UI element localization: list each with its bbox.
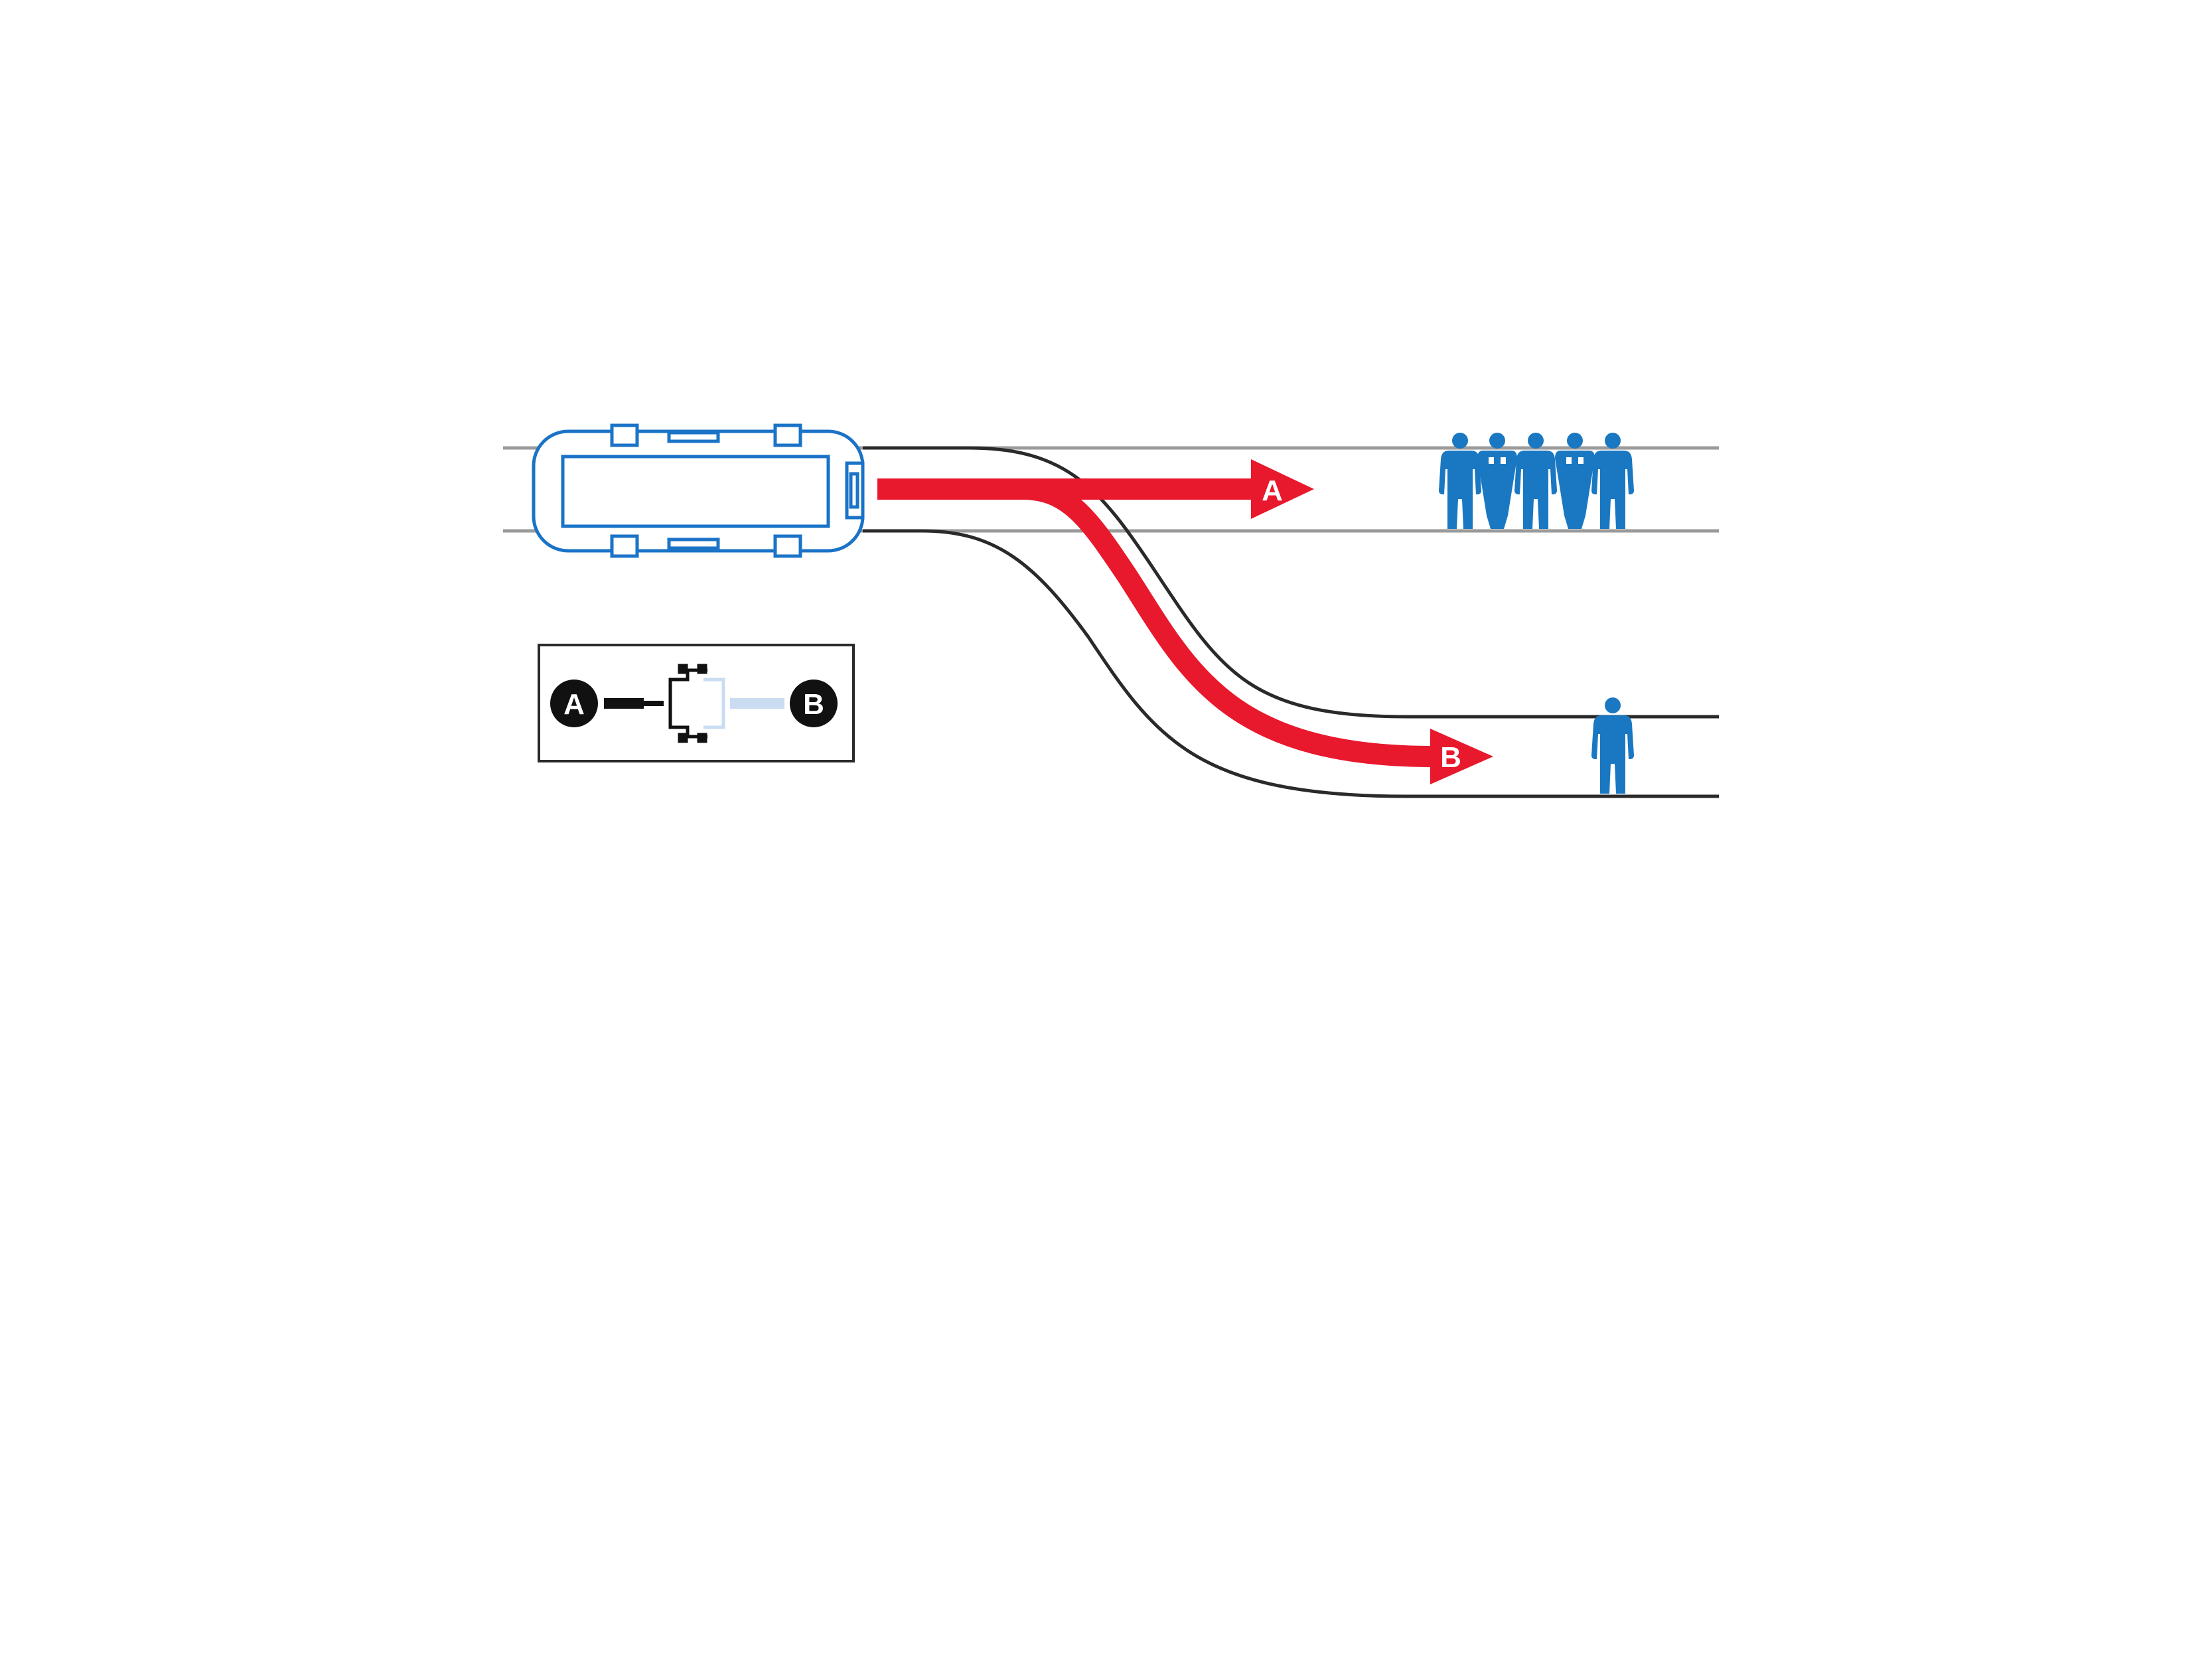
switch-legend: A B: [538, 644, 855, 762]
legend-label-a: A: [563, 688, 585, 721]
branch-road-upper-edge: [863, 446, 1719, 719]
route-a-arrow-head: [1251, 459, 1314, 519]
branch-road: [863, 446, 1719, 798]
wheel-bottom-right: [773, 534, 802, 558]
route-a-label: A: [1262, 474, 1283, 507]
branch-road-pedestrian: [1591, 697, 1634, 794]
route-a-arrow: A: [877, 459, 1314, 519]
wheel-top-left: [610, 423, 639, 447]
vehicle: [532, 423, 865, 558]
legend-circle-b: [790, 680, 838, 727]
route-b-arrow-shaft: [1021, 478, 1434, 767]
lever-base-icon: [668, 664, 707, 743]
lever-handle-a: [604, 698, 644, 709]
vehicle-bumper-inner: [849, 472, 859, 509]
mirror-bottom: [667, 538, 720, 550]
person-icon: [1591, 697, 1634, 794]
wheel-bottom-left: [610, 534, 639, 558]
lever-handle-b-faded: [730, 698, 784, 709]
legend-label-b: B: [803, 688, 824, 721]
vehicle-body: [532, 429, 865, 553]
lever-faded-position: [703, 678, 725, 729]
route-a-arrow-shaft: [877, 478, 1256, 500]
lever-stem: [644, 701, 664, 706]
route-b-arrow: B: [1021, 478, 1493, 784]
mirror-top: [667, 431, 720, 443]
route-b-arrow-head: [1430, 729, 1493, 784]
vehicle-cabin: [561, 455, 830, 528]
branch-road-lower-edge: [863, 529, 1719, 798]
wheel-top-right: [773, 423, 802, 447]
vehicle-bumper: [845, 461, 865, 520]
route-b-label: B: [1440, 741, 1461, 774]
legend-circle-a: [550, 680, 598, 727]
